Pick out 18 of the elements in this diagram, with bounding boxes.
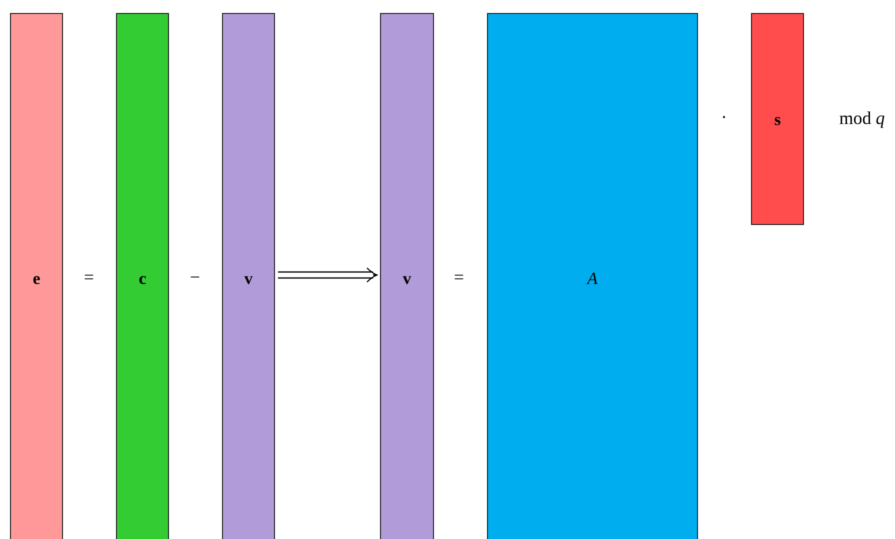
implies-arrow xyxy=(277,267,378,283)
minus-sign: − xyxy=(190,268,200,286)
variable-label: A xyxy=(587,270,598,286)
variable-label: c xyxy=(138,270,146,286)
variable-label: e xyxy=(32,270,40,286)
matrix-block xyxy=(487,13,698,539)
dot-operator: · xyxy=(721,108,727,126)
vector-bar xyxy=(10,13,63,539)
equals-sign: = xyxy=(84,268,94,286)
vector-bar xyxy=(751,13,804,225)
vector-bar xyxy=(222,13,275,539)
variable-label: s xyxy=(774,110,781,128)
equals-sign: = xyxy=(454,268,464,286)
vector-bar xyxy=(380,13,434,539)
variable-label: v xyxy=(402,270,412,286)
vector-bar xyxy=(116,13,169,539)
variable-label: v xyxy=(244,270,253,286)
modulus-text: mod q xyxy=(839,109,885,127)
